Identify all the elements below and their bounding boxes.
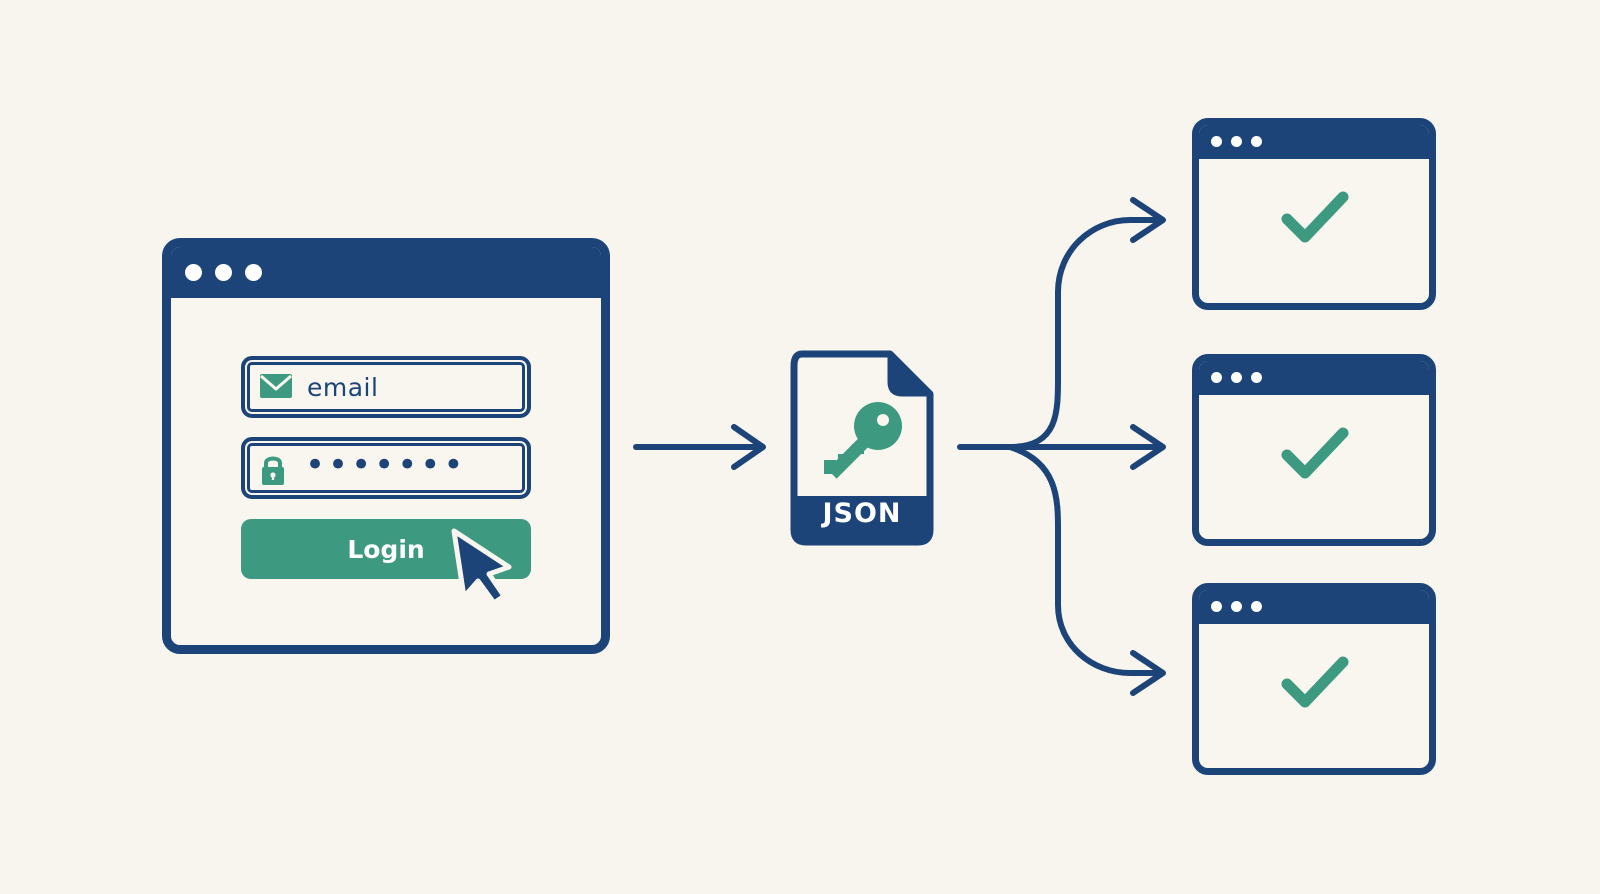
mouse-cursor-icon — [451, 528, 512, 606]
password-mask: ••••••• — [305, 445, 467, 485]
window-dot-icon — [1211, 601, 1222, 612]
json-file-label: JSON — [822, 498, 902, 529]
window-dot-icon — [1251, 601, 1262, 612]
window-dot-icon — [1251, 372, 1262, 383]
window-dot-icon — [1211, 372, 1222, 383]
checkmark-icon — [1281, 656, 1349, 708]
window-dot-icon — [215, 264, 232, 281]
window-dot-icon — [1231, 372, 1242, 383]
window-dot-icon — [245, 264, 262, 281]
window-titlebar — [1199, 125, 1429, 159]
window-titlebar — [1199, 590, 1429, 624]
json-file-icon — [790, 350, 934, 546]
mail-icon — [260, 374, 292, 398]
key-icon — [824, 402, 902, 479]
arrowhead-login-to-json — [731, 424, 766, 470]
result-window — [1192, 354, 1436, 546]
window-titlebar — [171, 247, 601, 298]
result-window — [1192, 118, 1436, 310]
email-field[interactable]: email — [241, 356, 531, 418]
email-placeholder: email — [307, 373, 379, 402]
arrow-branch-top — [1007, 217, 1163, 450]
window-dot-icon — [1251, 136, 1262, 147]
window-titlebar — [1199, 361, 1429, 395]
arrowhead-branch-bottom — [1130, 650, 1166, 696]
lock-icon — [262, 456, 284, 485]
window-dot-icon — [1211, 136, 1222, 147]
arrowhead-branch-middle — [1130, 424, 1166, 470]
checkmark-icon — [1281, 427, 1349, 479]
password-field[interactable]: ••••••• — [241, 437, 531, 499]
checkmark-icon — [1281, 191, 1349, 243]
window-dot-icon — [1231, 601, 1242, 612]
login-window: email ••••••• Login — [162, 238, 610, 654]
window-dot-icon — [185, 264, 202, 281]
arrow-branch-bottom — [1007, 444, 1163, 676]
window-dot-icon — [1231, 136, 1242, 147]
arrowhead-branch-top — [1130, 197, 1166, 243]
result-window — [1192, 583, 1436, 775]
